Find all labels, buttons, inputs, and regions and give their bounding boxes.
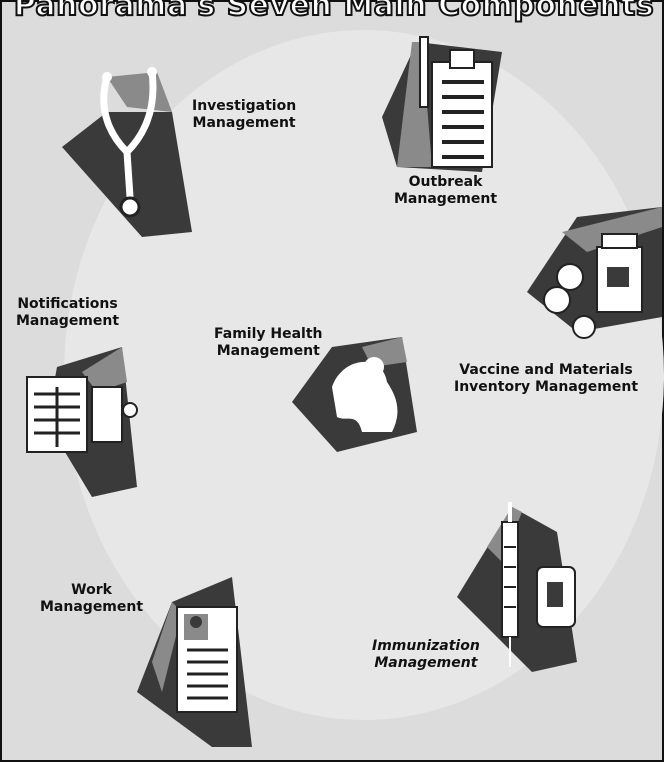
label-family-health: Family Health Management: [214, 326, 323, 360]
label-line-2: Management: [40, 599, 144, 615]
label-line-1: Work: [71, 582, 112, 598]
label-outbreak: Outbreak Management: [394, 174, 497, 208]
label-line-2: Inventory Management: [454, 379, 639, 395]
label-work: Work Management: [40, 582, 143, 616]
label-line-1: Vaccine and Materials: [459, 362, 633, 378]
label-line-1: Notifications: [17, 296, 118, 312]
clipboard-thermometer-icon: [382, 36, 502, 172]
label-line-2: Management: [374, 655, 478, 671]
label-line-1: Immunization: [372, 638, 480, 654]
label-immunization: Immunization Management: [372, 638, 480, 672]
documents-icon: [26, 347, 138, 497]
label-investigation: Investigation Management: [192, 98, 296, 132]
stethoscope-icon: [62, 67, 192, 237]
label-notifications: Notifications Management: [16, 296, 119, 330]
pill-bottle-icon: [527, 207, 662, 339]
label-line-2: Management: [16, 313, 120, 329]
label-line-1: Family Health: [214, 326, 323, 342]
syringe-vial-icon: [457, 502, 577, 672]
label-vaccine-inventory: Vaccine and Materials Inventory Manageme…: [454, 362, 638, 396]
label-line-2: Management: [216, 343, 320, 359]
label-line-1: Investigation: [192, 98, 297, 114]
family-icon: [292, 337, 417, 452]
label-line-1: Outbreak: [408, 174, 483, 190]
profile-document-icon: [137, 577, 252, 747]
diagram-title: Panorama's Seven Main Components: [13, 0, 655, 24]
label-line-2: Management: [192, 115, 296, 131]
label-line-2: Management: [394, 191, 498, 207]
